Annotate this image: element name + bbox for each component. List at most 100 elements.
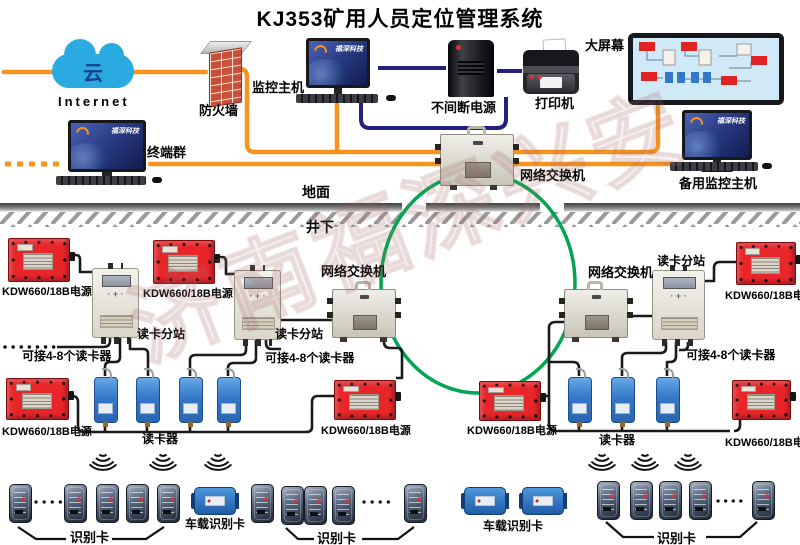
internet-cloud-icon: 云 (52, 39, 134, 88)
firewall-icon (209, 47, 242, 108)
vehicle-card-label: 车载识别卡 (185, 517, 246, 531)
id-card (96, 484, 119, 523)
ups-icon (448, 40, 494, 97)
card-group-brackets (17, 521, 758, 541)
screen-logo: 福深科技 (111, 128, 139, 135)
power-supply (153, 240, 220, 284)
logo-swoosh-icon (73, 124, 92, 143)
big-screen-label: 大屏幕 (585, 38, 625, 53)
power-label: KDW660/18B电源 (143, 288, 233, 300)
id-card (630, 481, 653, 520)
power-supply (6, 378, 74, 420)
reader-label: 读卡器 (599, 433, 636, 447)
big-screen-content (633, 38, 779, 100)
id-card-label: 识别卡 (317, 531, 357, 545)
power-label: KDW660/18B电源 (725, 290, 800, 302)
card-reader (179, 368, 203, 427)
internet-label: Internet (58, 94, 130, 109)
id-card (157, 484, 180, 523)
power-label: KDW660/18B电源 (2, 426, 92, 438)
screen-logo: 福深科技 (335, 46, 363, 53)
power-label: KDW660/18B电源 (725, 437, 800, 449)
terminal-group-computer: 福深科技 (68, 120, 146, 184)
id-card (659, 481, 682, 520)
monitor-host-label: 监控主机 (252, 80, 305, 95)
printer-icon (523, 38, 579, 94)
monitor-host: 福深科技 (306, 38, 370, 100)
printer-label: 打印机 (535, 96, 575, 111)
card-reader (611, 368, 635, 427)
id-card-label: 识别卡 (70, 530, 110, 545)
reader-label: 读卡器 (142, 432, 179, 446)
reader-substation-b (234, 265, 281, 346)
surface-switch-label: 网络交换机 (520, 168, 586, 183)
power-supply (736, 242, 800, 285)
id-card (64, 484, 87, 523)
mouse-icon (152, 177, 162, 183)
id-card (404, 484, 427, 523)
vehicle-card (519, 487, 564, 515)
logo-swoosh-icon (687, 114, 706, 133)
card-reader (136, 368, 160, 427)
vehicle-card-label: 车载识别卡 (483, 519, 544, 533)
id-card (281, 486, 304, 525)
reader-substation-a (92, 263, 139, 344)
page-title: KJ353矿用人员定位管理系统 (256, 8, 544, 31)
power-label: KDW660/18B电源 (321, 425, 411, 437)
power-label: KDW660/18B电源 (467, 425, 557, 437)
handle-icon (466, 126, 486, 135)
cloud-label: 云 (83, 63, 103, 85)
big-screen (628, 33, 784, 105)
keyboard-icon (296, 94, 378, 103)
expand-label: 可接4-8个读卡器 (22, 349, 112, 363)
vehicle-card (461, 487, 506, 515)
card-reader (568, 368, 592, 427)
dotted-marks (3, 345, 750, 504)
ups-label: 不间断电源 (431, 100, 497, 115)
switch-left-label: 网络交换机 (321, 264, 387, 279)
mouse-icon (386, 95, 396, 101)
id-card (251, 484, 274, 523)
keyboard-icon (56, 176, 146, 185)
substation-label: 读卡分站 (657, 254, 706, 268)
vehicle-card (191, 487, 236, 515)
firewall-label: 防火墙 (199, 103, 239, 118)
expand-label: 可接4-8个读卡器 (265, 351, 355, 365)
power-label: KDW660/18B电源 (2, 286, 92, 298)
id-card (304, 486, 327, 525)
terminal-group-label: 终端群 (147, 145, 187, 160)
power-supply (732, 380, 796, 420)
backup-host: 福深科技 (682, 110, 752, 172)
id-card-label: 识别卡 (657, 531, 697, 545)
card-reader (217, 368, 241, 427)
surface-network-switch (435, 126, 519, 190)
navy-lines (359, 66, 522, 130)
card-reader (94, 368, 118, 427)
wireless-icons (88, 453, 703, 471)
id-card (126, 484, 149, 523)
expand-label: 可接4-8个读卡器 (686, 348, 776, 362)
ground-label: 地面 (302, 184, 330, 200)
id-card (332, 486, 355, 525)
keyboard-icon (670, 162, 758, 171)
mini-diagram (639, 42, 767, 85)
reader-substation-c (652, 265, 705, 346)
substation-label: 读卡分站 (137, 327, 186, 341)
logo-swoosh-icon (311, 42, 330, 61)
underground-switch-right (559, 281, 633, 342)
power-supply (8, 238, 75, 282)
id-card (752, 481, 775, 520)
underground-label: 井下 (306, 219, 334, 235)
power-supply (334, 380, 401, 420)
card-reader (656, 368, 680, 427)
id-card (597, 481, 620, 520)
screen-logo: 福深科技 (717, 118, 745, 125)
id-card (9, 484, 32, 523)
id-card (689, 481, 712, 520)
switch-right-label: 网络交换机 (588, 265, 654, 280)
substation-label: 读卡分站 (275, 327, 324, 341)
underground-switch-left (327, 281, 401, 342)
backup-host-label: 备用监控主机 (679, 176, 758, 191)
mouse-icon (762, 163, 772, 169)
